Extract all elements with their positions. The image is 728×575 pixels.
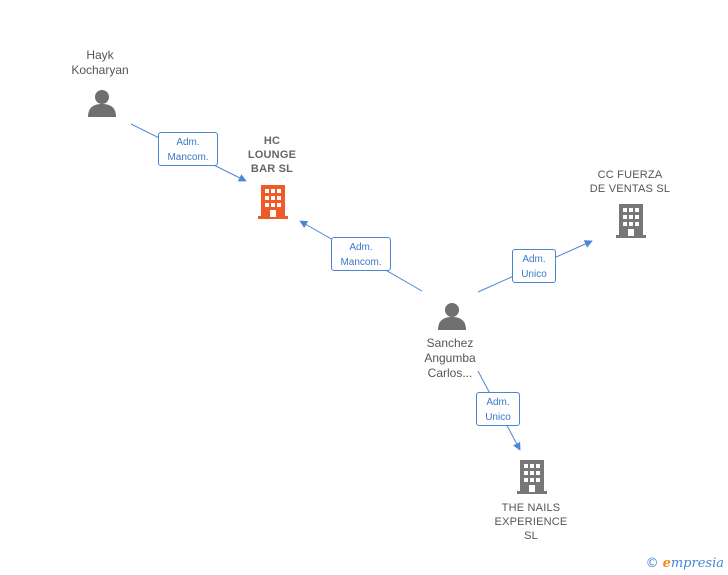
brand-initial: e [662,556,671,571]
node-label-hc-lounge[interactable]: HC LOUNGE BAR SL [247,135,297,175]
building-icon[interactable] [517,460,547,494]
copyright-icon: © [645,556,659,571]
edge-label-line1: Adm. [486,397,510,408]
edge-label-sanchez-hc-lounge[interactable]: Adm. Mancom. [331,237,391,271]
edge-label-line1: Adm. [176,137,200,148]
edge-label-line1: Adm. [349,242,373,253]
edge-label-line1: Adm. [522,254,546,265]
node-label-nails[interactable]: THE NAILS EXPERIENCE SL [494,502,568,542]
node-label-sanchez[interactable]: Sanchez Angumba Carlos... [424,336,476,380]
edge-label-sanchez-cc-fuerza[interactable]: Adm. Unico [512,249,556,283]
edge-label-hayk-hc-lounge[interactable]: Adm. Mancom. [158,132,218,166]
person-icon[interactable] [438,303,466,330]
brand-name: mpresia [670,556,724,571]
node-label-hayk[interactable]: Hayk Kocharyan [71,48,129,77]
building-icon[interactable] [258,185,288,219]
edge-label-line2: Mancom. [340,257,382,268]
edge-label-line2: Unico [485,412,511,423]
brand-watermark: ©empresia [646,556,724,571]
person-icon[interactable] [88,90,116,117]
edge-label-line2: Mancom. [167,152,209,163]
edge-label-sanchez-nails[interactable]: Adm. Unico [476,392,520,426]
edge-label-line2: Unico [521,269,547,280]
node-label-cc-fuerza[interactable]: CC FUERZA DE VENTAS SL [589,169,671,195]
building-icon[interactable] [616,204,646,238]
